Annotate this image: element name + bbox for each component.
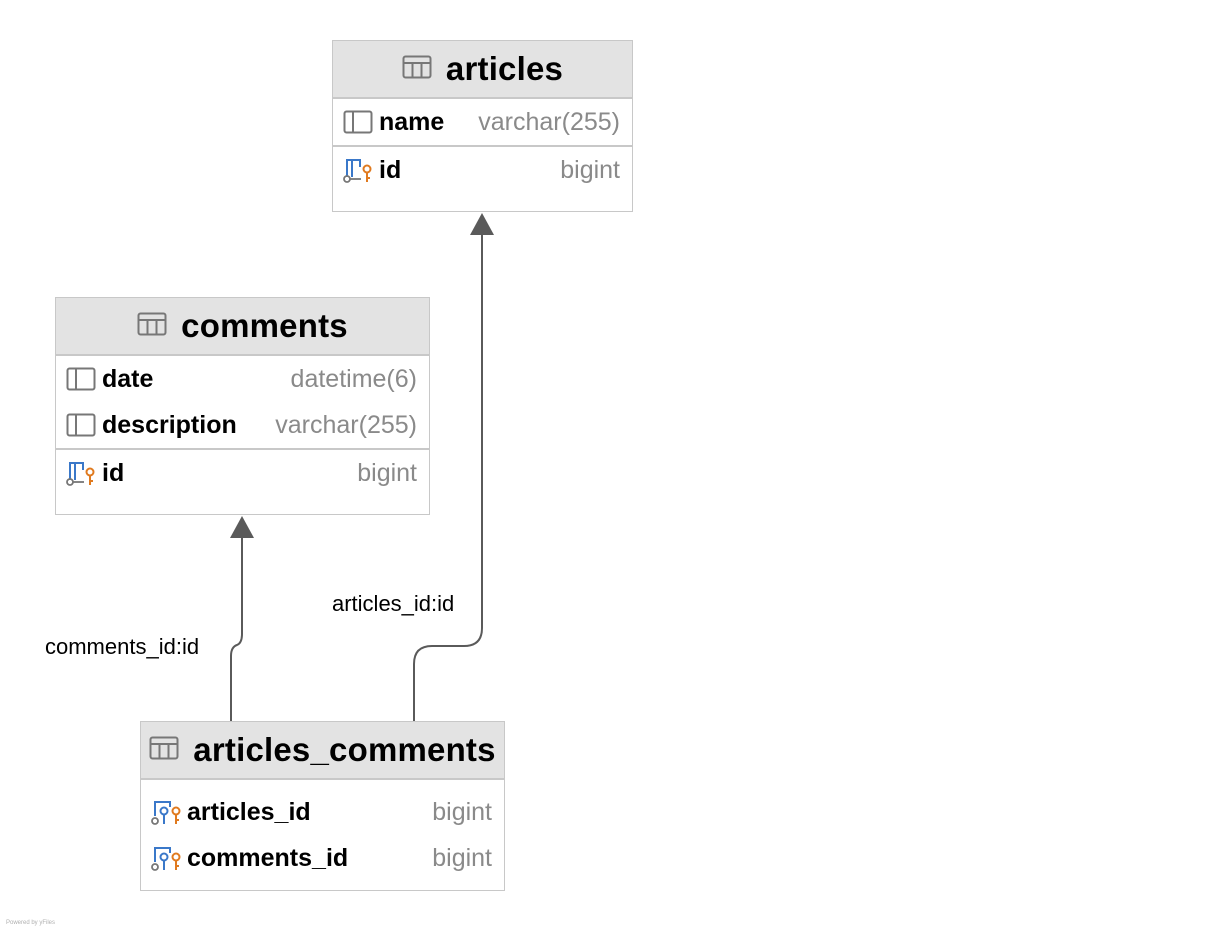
table-articles-comments[interactable]: articles_comments articles_id bigint com… <box>140 721 505 891</box>
table-header[interactable]: comments <box>56 298 429 356</box>
foreign-key-icon <box>151 845 181 871</box>
key-separator <box>56 448 429 450</box>
column-type: bigint <box>560 155 620 184</box>
column-row[interactable]: date datetime(6) <box>66 356 417 402</box>
column-row[interactable]: comments_id bigint <box>151 835 492 881</box>
primary-key-icon <box>66 460 96 486</box>
table-articles[interactable]: articles name varchar(255) id bigint <box>332 40 633 212</box>
edge-label-comments-id: comments_id:id <box>45 634 200 659</box>
edge-comments-id <box>230 537 243 721</box>
column-type: varchar(255) <box>275 410 417 439</box>
table-title: comments <box>181 307 348 344</box>
column-icon <box>66 366 96 392</box>
column-name: date <box>102 364 154 393</box>
table-body: articles_id bigint comments_id bigint <box>141 780 504 881</box>
table-icon <box>402 54 432 85</box>
table-title: articles_comments <box>193 731 496 768</box>
foreign-key-icon <box>151 799 181 825</box>
column-name: id <box>379 155 402 184</box>
edge-articles-id <box>413 234 483 721</box>
column-name: name <box>379 107 445 136</box>
column-name: id <box>102 458 125 487</box>
column-row[interactable]: articles_id bigint <box>151 789 492 835</box>
table-title: articles <box>445 50 564 87</box>
column-name: description <box>102 410 237 439</box>
column-icon <box>66 412 96 438</box>
column-type: bigint <box>432 797 492 826</box>
column-type: bigint <box>432 843 492 872</box>
key-separator <box>333 145 632 147</box>
edge-label-articles-id: articles_id:id <box>332 591 455 616</box>
column-name: articles_id <box>187 797 311 826</box>
footer-credit: Powered by yFiles <box>6 920 56 926</box>
column-type: varchar(255) <box>478 107 620 136</box>
table-header[interactable]: articles <box>333 41 632 99</box>
table-icon <box>137 311 167 342</box>
table-header[interactable]: articles_comments <box>141 722 504 780</box>
column-icon <box>343 109 373 135</box>
column-type: bigint <box>357 458 417 487</box>
edge-articles-arrow <box>470 213 494 235</box>
primary-key-icon <box>343 157 373 183</box>
table-comments[interactable]: comments date datetime(6) description va… <box>55 297 430 515</box>
column-name: comments_id <box>187 843 349 872</box>
table-body: name varchar(255) id bigint <box>333 99 632 193</box>
column-row[interactable]: id bigint <box>66 450 417 496</box>
column-row[interactable]: name varchar(255) <box>343 99 620 145</box>
table-body: date datetime(6) description varchar(255… <box>56 356 429 496</box>
table-icon <box>149 735 179 766</box>
column-row[interactable]: id bigint <box>343 147 620 193</box>
edge-comments-arrow <box>230 516 254 538</box>
column-type: datetime(6) <box>290 364 417 393</box>
column-row[interactable]: description varchar(255) <box>66 402 417 448</box>
